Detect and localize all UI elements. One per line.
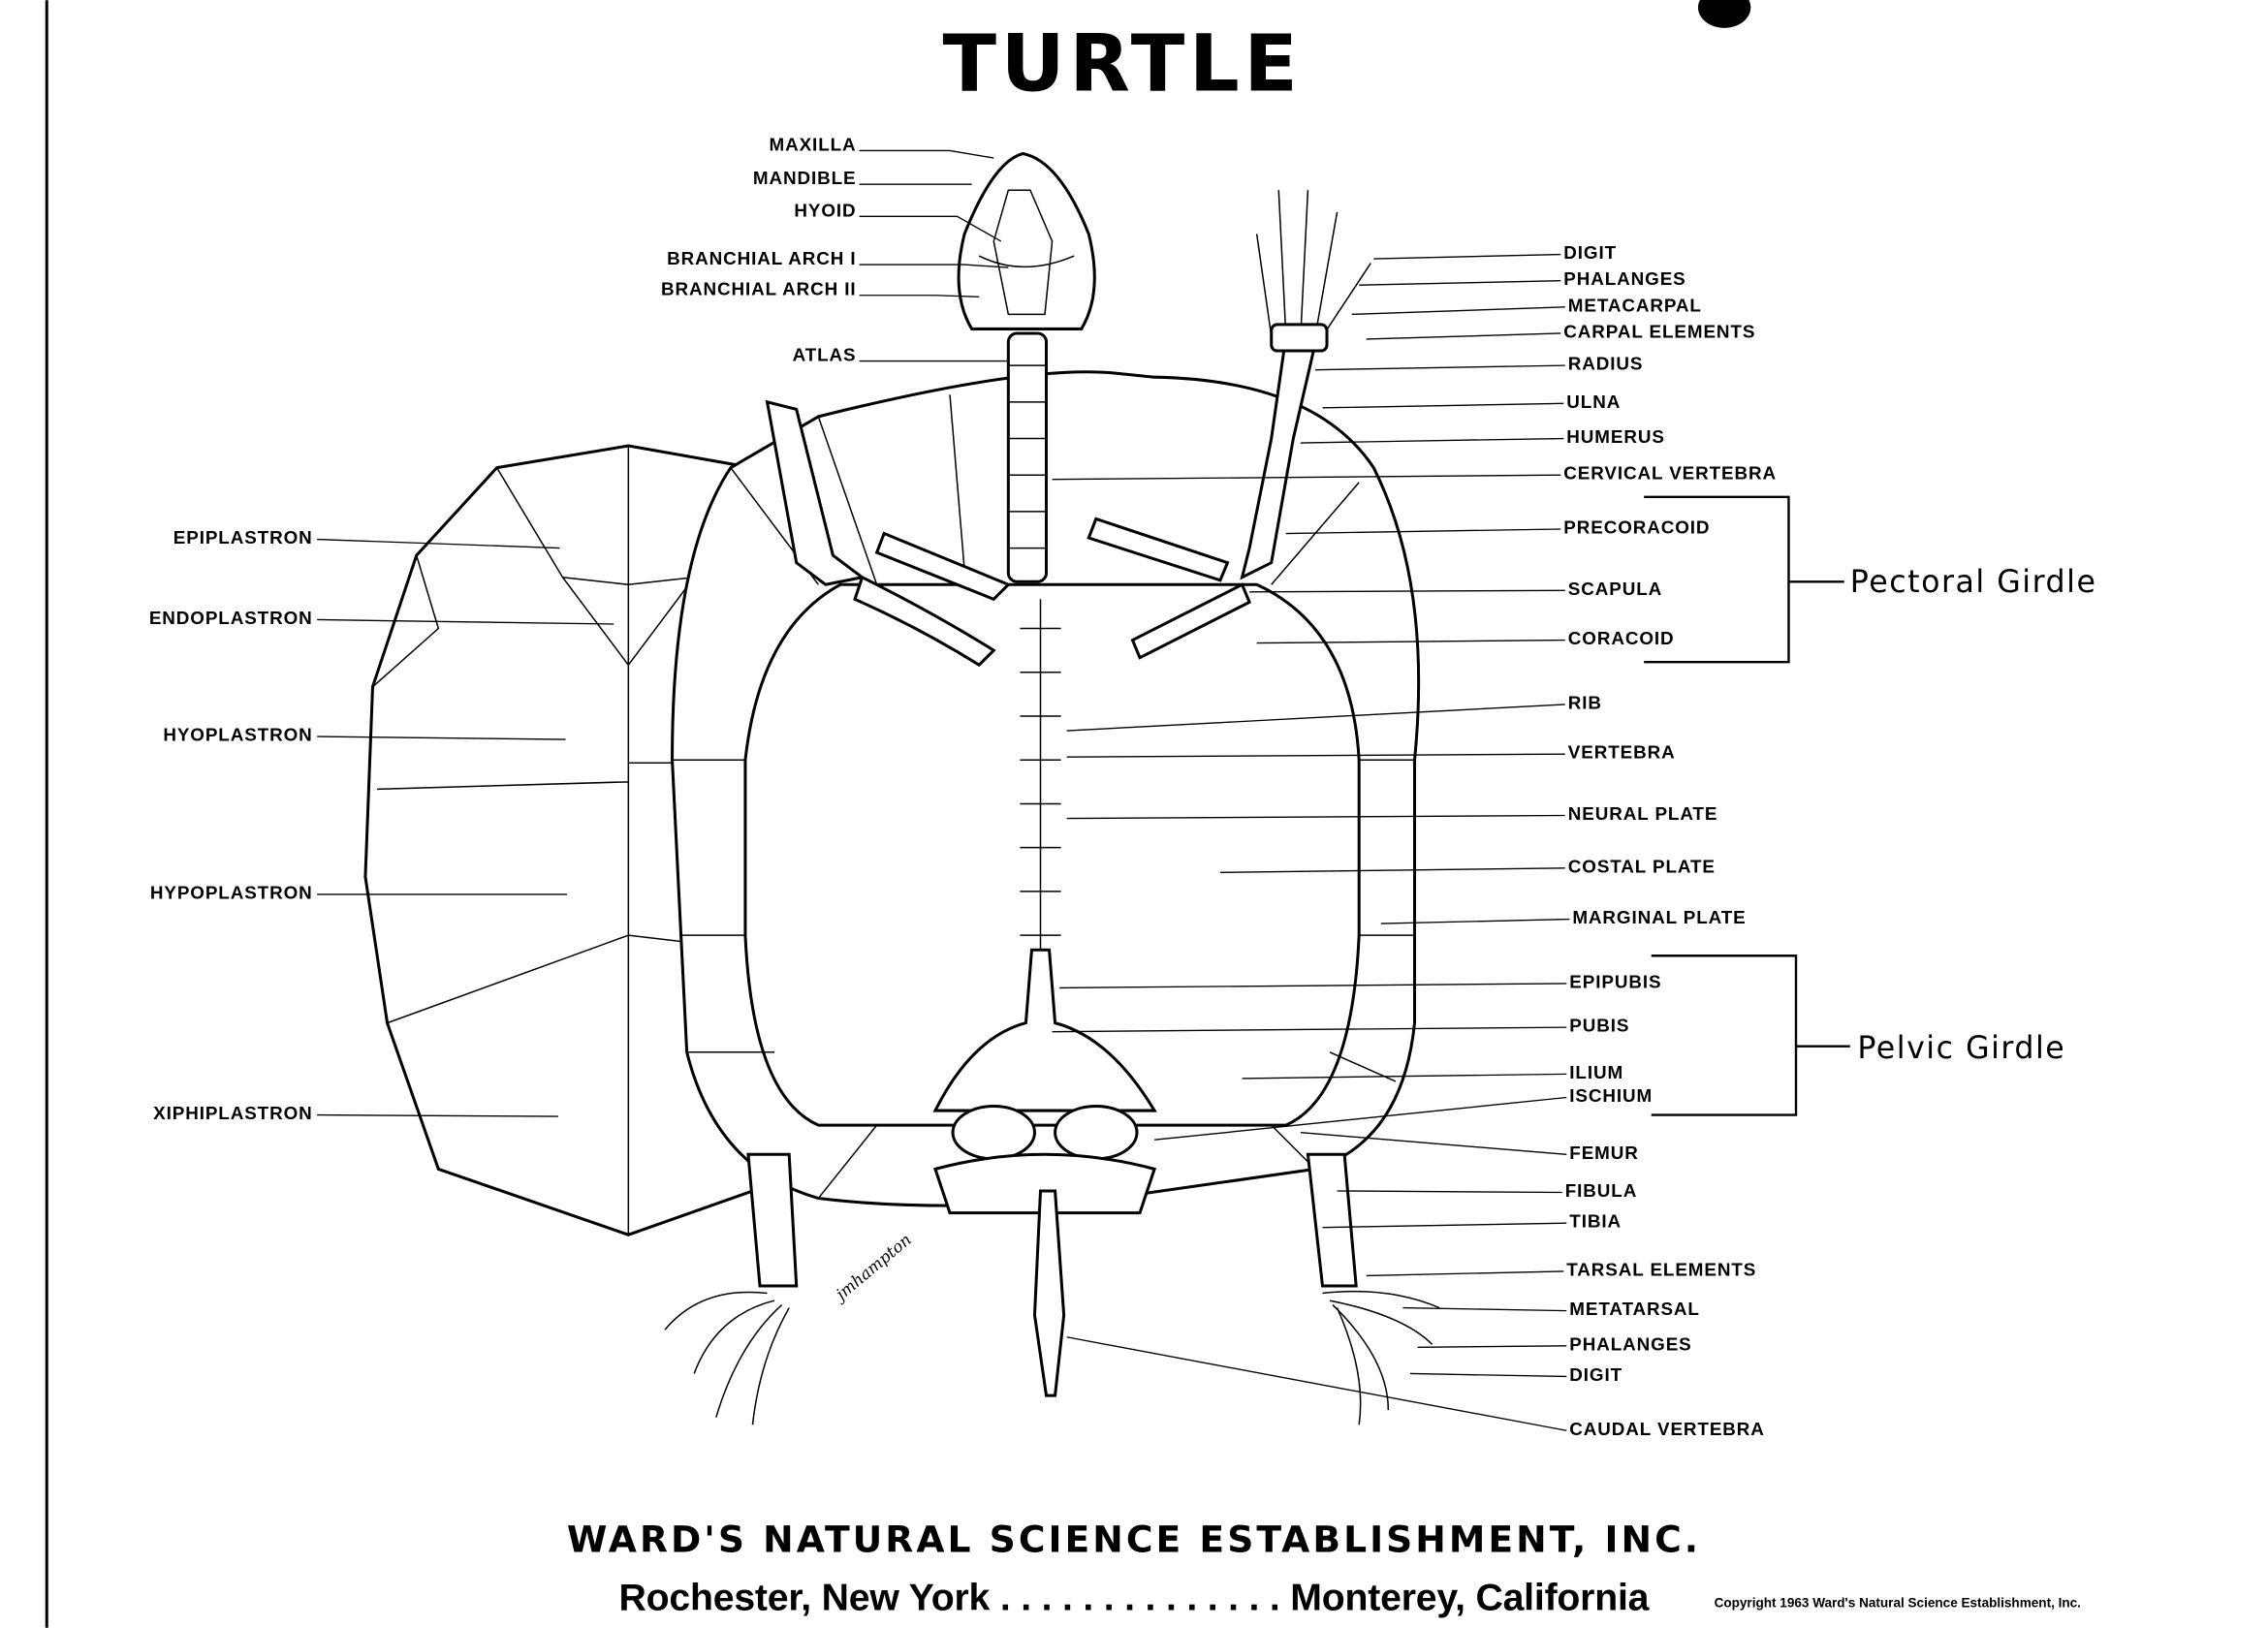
- label-right-7: CERVICAL VERTEBRA: [1563, 463, 1777, 484]
- label-right-6: HUMERUS: [1566, 426, 1665, 447]
- leader-line: [1322, 402, 1564, 409]
- leader-line: [859, 149, 994, 159]
- leader-line: [1066, 704, 1565, 732]
- skull-spine-drawing: [932, 151, 1157, 1397]
- label-right-5: ULNA: [1566, 391, 1621, 412]
- leader-line: [1300, 1132, 1567, 1155]
- leader-line: [1402, 1306, 1567, 1312]
- leader-line: [859, 264, 1009, 268]
- label-right-18: ILIUM: [1569, 1062, 1623, 1082]
- label-right-23: TARSAL ELEMENTS: [1566, 1259, 1756, 1279]
- leader-line: [1351, 306, 1565, 316]
- leader-line: [1373, 253, 1561, 260]
- label-right-26: DIGIT: [1569, 1364, 1622, 1385]
- label-plastron-4: XIPHIPLASTRON: [153, 1103, 312, 1123]
- leader-line: [1059, 983, 1567, 989]
- leader-line: [1314, 364, 1565, 371]
- publisher-locations: Rochester, New York . . . . . . . . . . …: [619, 1578, 1651, 1619]
- leader-line: [1242, 1073, 1567, 1080]
- leader-line: [317, 736, 566, 740]
- leader-line: [1066, 1336, 1567, 1431]
- label-right-20: FEMUR: [1569, 1143, 1638, 1163]
- label-head-1: MANDIBLE: [753, 168, 857, 188]
- label-plastron-3: HYPOPLASTRON: [150, 882, 313, 902]
- leader-line: [1066, 753, 1565, 758]
- label-right-14: COSTAL PLATE: [1568, 856, 1716, 876]
- leader-line: [317, 538, 560, 549]
- label-right-2: METACARPAL: [1568, 295, 1702, 315]
- carapace-drawing: [671, 370, 1421, 1207]
- label-right-12: VERTEBRA: [1568, 742, 1676, 763]
- leader-line: [1154, 1096, 1567, 1141]
- label-right-24: METATARSAL: [1569, 1299, 1700, 1319]
- label-right-21: FIBULA: [1565, 1180, 1637, 1201]
- limbs-drawing: [664, 190, 1440, 1425]
- label-right-27: CAUDAL VERTEBRA: [1569, 1419, 1765, 1439]
- leader-line: [1409, 1372, 1567, 1378]
- pectoral-girdle-bracket: [1644, 495, 1844, 664]
- pelvic-girdle-label: Pelvic Girdle: [1857, 1031, 2065, 1066]
- leader-line: [1366, 332, 1561, 340]
- label-right-0: DIGIT: [1563, 242, 1617, 263]
- leader-line: [1337, 1190, 1562, 1194]
- label-right-15: MARGINAL PLATE: [1572, 907, 1746, 927]
- label-head-2: HYOID: [794, 200, 856, 220]
- leader-line: [1219, 867, 1565, 873]
- label-right-25: PHALANGES: [1569, 1333, 1691, 1354]
- label-right-17: PUBIS: [1569, 1016, 1629, 1036]
- leader-line: [1417, 1345, 1567, 1349]
- label-head-4: BRANCHIAL ARCH II: [661, 279, 857, 299]
- label-right-9: SCAPULA: [1568, 579, 1662, 599]
- copyright-notice: Copyright 1963 Ward's Natural Science Es…: [1715, 1596, 2081, 1611]
- pelvic-girdle-bracket: [1651, 955, 1850, 1116]
- label-right-10: CORACOID: [1568, 628, 1675, 648]
- label-right-8: PRECORACOID: [1563, 517, 1710, 538]
- diagram-title: TURTLE: [943, 18, 1303, 110]
- leader-line: [1359, 279, 1561, 286]
- label-right-4: RADIUS: [1568, 354, 1644, 374]
- leader-line: [1300, 437, 1564, 444]
- leader-line: [317, 618, 614, 625]
- leader-line: [1366, 1270, 1564, 1277]
- plastron-drawing: [363, 444, 754, 1237]
- label-right-19: ISCHIUM: [1569, 1085, 1653, 1106]
- leader-line: [859, 215, 1002, 242]
- leader-line: [1380, 918, 1570, 924]
- label-right-16: EPIPUBIS: [1569, 971, 1661, 991]
- leader-line: [317, 1113, 558, 1117]
- pectoral-girdle-drawing: [853, 517, 1252, 668]
- leader-line: [859, 295, 980, 297]
- label-right-11: RIB: [1568, 692, 1602, 712]
- leader-line: [1249, 589, 1565, 593]
- label-plastron-0: EPIPLASTRON: [173, 527, 313, 548]
- label-right-13: NEURAL PLATE: [1568, 803, 1718, 824]
- publisher-name: WARD'S NATURAL SCIENCE ESTABLISHMENT, IN…: [567, 1518, 1701, 1560]
- artist-signature: jmhampton: [830, 1230, 915, 1305]
- label-head-0: MAXILLA: [770, 134, 857, 154]
- leader-line: [1256, 639, 1565, 644]
- label-right-3: CARPAL ELEMENTS: [1563, 321, 1755, 341]
- leader-line: [1052, 1026, 1567, 1033]
- label-right-1: PHALANGES: [1563, 268, 1685, 289]
- pectoral-girdle-label: Pectoral Girdle: [1850, 565, 2097, 600]
- labels-layer: MAXILLA MANDIBLE HYOID BRANCHIAL ARCH I BRAN…: [149, 134, 1777, 1439]
- leader-line: [1052, 474, 1561, 481]
- label-right-22: TIBIA: [1569, 1211, 1622, 1232]
- leader-line: [1066, 814, 1565, 820]
- leader-line: [1285, 528, 1561, 535]
- leader-line: [1322, 1222, 1567, 1229]
- label-head-5: ATLAS: [793, 345, 857, 365]
- ink-blot: [1697, 0, 1751, 28]
- label-plastron-2: HYOPLASTRON: [163, 725, 312, 745]
- label-head-3: BRANCHIAL ARCH I: [667, 248, 856, 268]
- label-plastron-1: ENDOPLASTRON: [149, 608, 313, 628]
